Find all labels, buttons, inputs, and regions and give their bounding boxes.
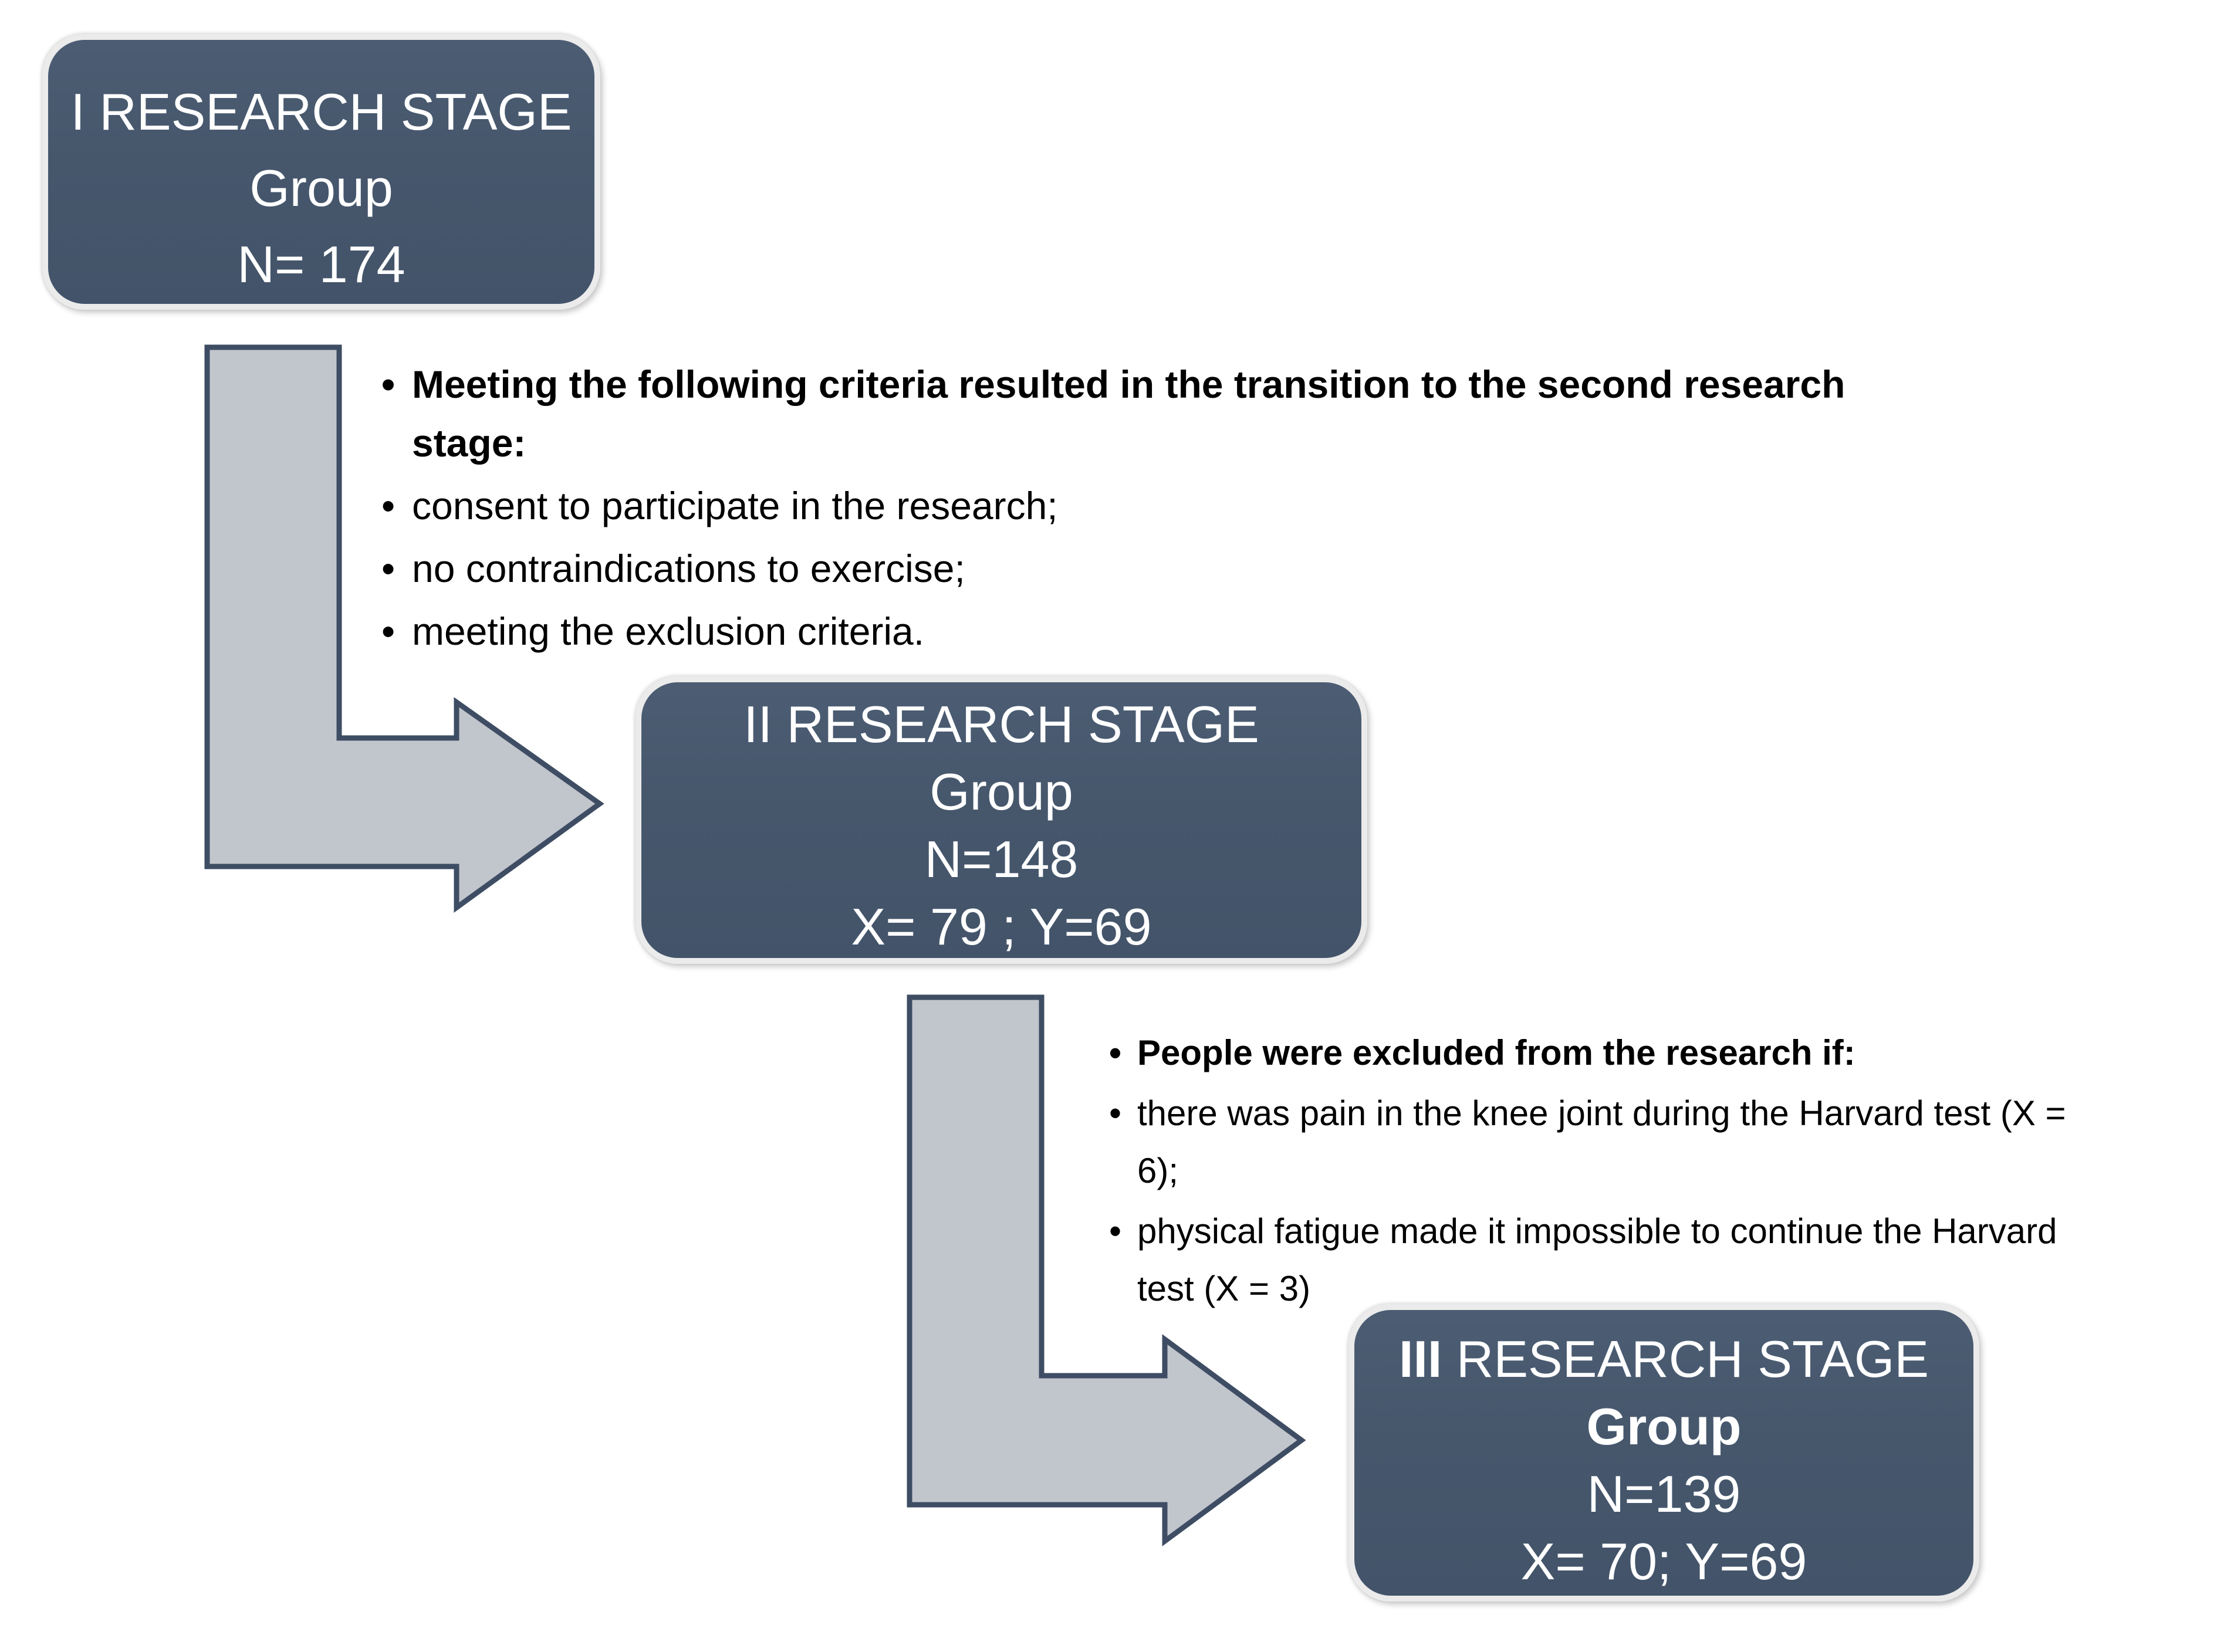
stage2-title: II RESEARCH STAGE bbox=[743, 695, 1259, 753]
bullet-icon: • bbox=[381, 484, 396, 527]
stage1-title: I RESEARCH STAGE bbox=[70, 83, 572, 141]
list-item: • consent to participate in the research… bbox=[381, 476, 2024, 535]
list-item-text: Meeting the following criteria resulted … bbox=[412, 363, 1846, 465]
list-item-text: no contraindications to exercise; bbox=[412, 547, 965, 590]
bullet-icon: • bbox=[381, 547, 396, 590]
stage2-box: II RESEARCH STAGE Group N=148 X= 79 ; Y=… bbox=[636, 676, 1367, 964]
list-item: • physical fatigue made it impossible to… bbox=[1109, 1203, 2218, 1318]
stage2-n-value: N=148 bbox=[924, 830, 1079, 888]
bullet-icon: • bbox=[1109, 1094, 1122, 1133]
stage3-n-value: N=139 bbox=[1587, 1465, 1741, 1523]
stage1-n-value: N= 174 bbox=[237, 235, 405, 293]
list-item: • no contraindications to exercise; bbox=[381, 539, 2024, 598]
stage1-group-label: Group bbox=[249, 159, 393, 217]
list-item: • there was pain in the knee joint durin… bbox=[1109, 1085, 2218, 1200]
list-item: • People were excluded from the research… bbox=[1109, 1024, 2218, 1082]
stage3-xy-values: X= 70; Y=69 bbox=[1520, 1532, 1807, 1590]
list-item-text: People were excluded from the research i… bbox=[1137, 1033, 1855, 1072]
stage2-xy-values: X= 79 ; Y=69 bbox=[851, 898, 1152, 956]
stage1-box: I RESEARCH STAGE Group N= 174 bbox=[42, 34, 600, 310]
stage3-group-label: Group bbox=[1586, 1397, 1742, 1455]
elbow-arrow-stage2-to-stage3 bbox=[907, 994, 1306, 1546]
bullet-icon: • bbox=[1109, 1211, 1122, 1251]
exclusion-criteria-list: • People were excluded from the research… bbox=[1109, 1024, 2218, 1321]
stage3-title: III RESEARCH STAGE bbox=[1399, 1330, 1929, 1388]
list-item-text: consent to participate in the research; bbox=[412, 484, 1058, 527]
transition-criteria-list: • Meeting the following criteria resulte… bbox=[381, 355, 2024, 665]
list-item-text: there was pain in the knee joint during … bbox=[1137, 1094, 2066, 1190]
stage2-group-label: Group bbox=[930, 763, 1073, 821]
list-item-text: meeting the exclusion criteria. bbox=[412, 610, 925, 653]
bullet-icon: • bbox=[1109, 1033, 1122, 1072]
bullet-icon: • bbox=[381, 610, 396, 653]
stage3-box: III RESEARCH STAGE Group N=139 X= 70; Y=… bbox=[1348, 1304, 1979, 1602]
bullet-icon: • bbox=[381, 363, 396, 406]
list-item-text: physical fatigue made it impossible to c… bbox=[1137, 1211, 2057, 1308]
list-item: • meeting the exclusion criteria. bbox=[381, 602, 2024, 661]
list-item: • Meeting the following criteria resulte… bbox=[381, 355, 2024, 472]
elbow-arrow-stage1-to-stage2 bbox=[204, 344, 604, 913]
